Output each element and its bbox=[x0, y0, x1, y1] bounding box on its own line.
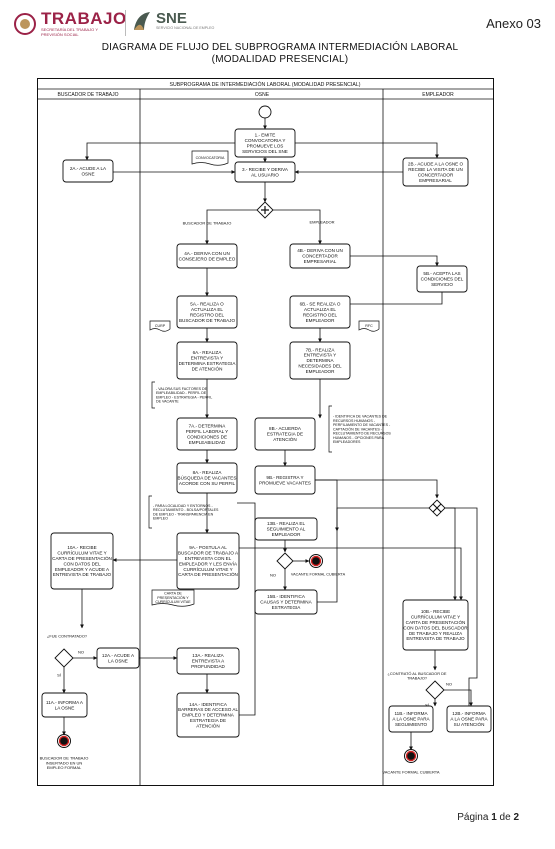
annex-label: Anexo 03 bbox=[486, 16, 541, 31]
lane-title-empleador: EMPLEADOR bbox=[422, 92, 454, 98]
start-event bbox=[258, 105, 272, 119]
flow-4b-5b bbox=[350, 255, 439, 267]
flow-14a-8a bbox=[237, 502, 256, 716]
page-footer: Página 1 de 2 bbox=[457, 812, 519, 823]
trabajo-logo: TRABAJO SECRETARÍA DEL TRABAJO Y PREVISI… bbox=[14, 10, 127, 37]
trabajo-logo-subtitle: SECRETARÍA DEL TRABAJO Y PREVISIÓN SOCIA… bbox=[41, 27, 98, 37]
flow-1-2b bbox=[295, 142, 439, 159]
annotation-bracket-note8a bbox=[148, 495, 152, 529]
flow-9a-10b bbox=[239, 547, 463, 601]
end-label-vacante-1: VACANTE FORMAL CUBIERTA bbox=[291, 572, 346, 576]
trabajo-logo-text: TRABAJO bbox=[41, 9, 127, 28]
document-shape-d2 bbox=[149, 320, 171, 332]
gateway-plus-icon bbox=[261, 206, 269, 214]
sne-logo-text: SNE bbox=[156, 10, 187, 28]
label-si-empleador: SÍ bbox=[425, 702, 430, 707]
flow-q2-12b bbox=[444, 689, 473, 707]
page-total: 2 bbox=[513, 812, 519, 823]
label-no-empleador: NO bbox=[446, 681, 452, 686]
process-box-n13a bbox=[176, 647, 240, 675]
page-header: TRABAJO SECRETARÍA DEL TRABAJO Y PREVISI… bbox=[0, 0, 555, 44]
sne-mark-icon bbox=[134, 12, 150, 30]
lane-title-buscador: BUSCADOR DE TRABAJO bbox=[57, 92, 118, 98]
pool-title: SUBPROGRAMA DE INTERMEDIACIÓN LABORAL (M… bbox=[170, 81, 361, 88]
page-current: 1 bbox=[491, 812, 497, 823]
flow-15b-9b bbox=[315, 479, 338, 603]
annotation-bracket-note6a bbox=[151, 381, 155, 409]
government-seal-icon bbox=[14, 12, 36, 35]
end-label-vacante-2: VACANTE FORMAL CUBIERTA bbox=[382, 769, 440, 774]
branch-label-empleador: EMPLEADOR bbox=[309, 219, 334, 224]
page-label: Página bbox=[457, 812, 489, 823]
flow-gw-4b bbox=[273, 209, 322, 245]
document-shape-d3 bbox=[358, 320, 380, 332]
label-si-buscador: SÍ bbox=[57, 672, 62, 677]
sne-logo: SNE SERVICIO NACIONAL DE EMPLEO bbox=[132, 10, 216, 32]
process-box-n11a bbox=[41, 692, 88, 718]
page-separator: de bbox=[499, 812, 511, 823]
annotation-bracket-note8b bbox=[328, 405, 332, 453]
document-shape-d4 bbox=[151, 589, 195, 607]
diagram-title: DIAGRAMA DE FLUJO DEL SUBPROGRAMA INTERM… bbox=[30, 42, 530, 66]
annotation-text-note8a: - PARA LOCALIDAD Y ENTORNOS -RECLUTAMIEN… bbox=[153, 504, 219, 521]
diagram-title-line-1: DIAGRAMA DE FLUJO DEL SUBPROGRAMA INTERM… bbox=[101, 42, 459, 53]
label-no-13b: NO bbox=[270, 572, 276, 577]
document-shape-d1 bbox=[191, 150, 229, 166]
diagram-title-line-2: (MODALIDAD PRESENCIAL) bbox=[211, 54, 349, 65]
process-box-n9a bbox=[176, 532, 240, 590]
label-no-buscador: NO bbox=[78, 649, 84, 654]
process-box-n2a bbox=[62, 159, 114, 183]
document-label-d2: CURP bbox=[155, 324, 166, 328]
flow-12b-gw2 bbox=[445, 507, 478, 706]
flow-9b-gw2 bbox=[315, 479, 439, 499]
end-event-vacante-1-core bbox=[310, 555, 322, 567]
document-label-d1: CONVOCATORIA bbox=[196, 156, 225, 160]
end-event-vacante-2-core bbox=[405, 750, 417, 762]
flow-1-2a bbox=[85, 142, 235, 161]
lane-title-osne: OSNE bbox=[255, 92, 270, 98]
logo-divider bbox=[125, 10, 126, 36]
end-event-buscador-core bbox=[58, 735, 70, 747]
sne-logo-subtitle: SERVICIO NACIONAL DE EMPLEO bbox=[156, 26, 215, 31]
flowchart: SUBPROGRAMA DE INTERMEDIACIÓN LABORAL (M… bbox=[37, 78, 494, 786]
process-box-n10b bbox=[402, 599, 469, 651]
flow-gw-4a bbox=[205, 209, 257, 245]
document-label-d3: RFC bbox=[365, 324, 373, 328]
question-contratado: ¿FUE CONTRATADO? bbox=[47, 633, 88, 638]
gateway-x-icon bbox=[432, 503, 442, 513]
